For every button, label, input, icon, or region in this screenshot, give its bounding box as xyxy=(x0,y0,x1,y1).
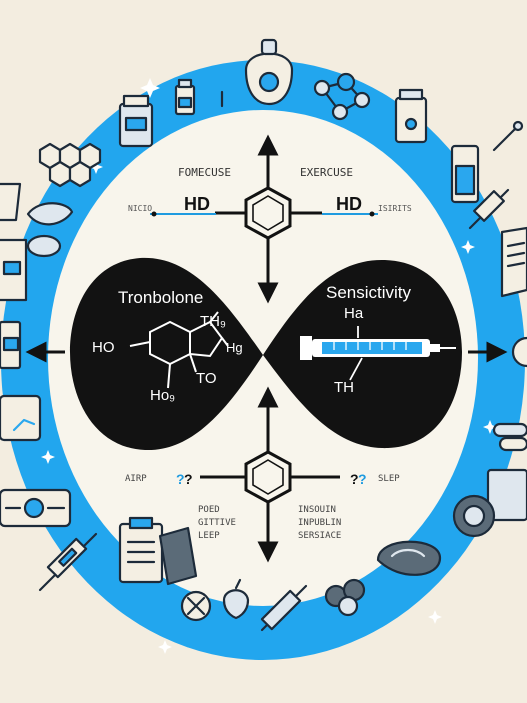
honeycomb-icon xyxy=(38,142,102,188)
svg-text:?: ? xyxy=(176,471,185,487)
label-slep: SLEP xyxy=(378,474,400,484)
document-icon xyxy=(158,526,198,586)
right-lobe-title: Sensictivity xyxy=(326,283,412,302)
left-molecule xyxy=(129,311,229,389)
vial-icon xyxy=(174,78,196,116)
top-hexagon xyxy=(215,134,322,304)
clipboard-icon xyxy=(118,516,164,584)
ecg-device-icon xyxy=(0,488,72,528)
blue-ring xyxy=(1,60,525,660)
apple-icon xyxy=(222,578,250,620)
left-label-to: TO xyxy=(196,370,217,387)
book-icon xyxy=(500,226,527,298)
leaf-icon xyxy=(26,202,74,226)
right-label-ha: Ha xyxy=(344,305,364,322)
capsule-bottle-icon xyxy=(118,94,154,148)
svg-text:?: ? xyxy=(350,471,359,487)
left-lobe-title: Tronbolone xyxy=(118,288,203,307)
left-label-hog: Ho₉ xyxy=(150,387,175,404)
block-left-line-2: GITTIVE xyxy=(198,518,236,528)
syringe-icon-top-right xyxy=(468,188,510,230)
right-circle-icon xyxy=(511,336,527,368)
svg-text:?: ? xyxy=(358,471,367,487)
medicine-bottle-icon xyxy=(394,88,428,144)
label-nicio: NICIO xyxy=(128,204,152,213)
svg-text:?: ? xyxy=(184,471,193,487)
block-right-line-3: SERSIACE xyxy=(298,531,341,541)
test-tube-icon xyxy=(450,144,480,204)
top-label-lines xyxy=(150,211,378,217)
molecule-icon xyxy=(313,72,371,121)
left-label-ho: HO xyxy=(92,339,115,356)
left-label-th: TH₉ xyxy=(200,313,226,330)
block-left-line-1: POED xyxy=(198,505,220,515)
bottom-hexagon xyxy=(200,386,340,563)
block-left-line-3: LEEP xyxy=(198,531,220,541)
brain-small-icon xyxy=(26,234,62,258)
infinity-shape xyxy=(70,257,462,451)
pills-right-icon xyxy=(492,422,527,452)
block-right-line-2: INPUBLIN xyxy=(298,518,341,528)
hormone-shield-icon xyxy=(244,38,294,106)
pill-bottle-left-icon xyxy=(0,320,22,370)
no-sign-icon xyxy=(180,590,212,622)
cup-icon xyxy=(0,182,22,222)
syringe-graphic xyxy=(300,326,456,381)
label-fomecuse: FOMECUSE xyxy=(178,166,231,179)
right-label-th: TH xyxy=(334,379,354,396)
bag-icon xyxy=(0,238,28,302)
bottom-markers: ? ? ? ? xyxy=(176,471,367,487)
label-hd-right: HD xyxy=(336,194,362,214)
dropper-icon xyxy=(492,120,524,152)
label-exercuse: EXERCUSE xyxy=(300,166,353,179)
block-right-line-1: INSOUIN xyxy=(298,505,336,515)
monitor-icon xyxy=(0,394,42,442)
gear-rocks-icon xyxy=(324,578,366,617)
label-isirits: ISIRITS xyxy=(378,204,412,213)
scale-icon xyxy=(452,468,527,538)
label-hd-left: HD xyxy=(184,194,210,214)
left-label-hg: Hg xyxy=(226,340,243,355)
pill-icon xyxy=(260,584,308,632)
brain-icon xyxy=(376,540,442,576)
syringe-icon-bottom-left xyxy=(38,532,98,592)
label-airp: AIRP xyxy=(125,474,147,484)
